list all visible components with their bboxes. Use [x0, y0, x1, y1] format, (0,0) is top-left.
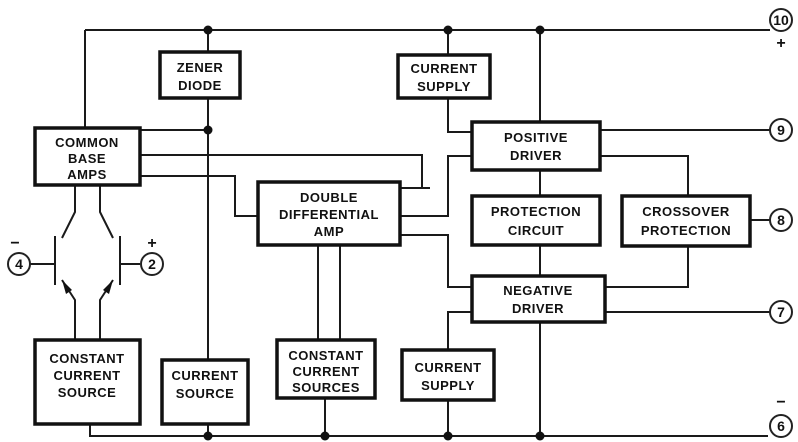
- block-label: CIRCUIT: [508, 223, 564, 238]
- crossover-protection-block: CROSSOVER PROTECTION: [620, 194, 752, 248]
- double-differential-amp-block: DOUBLE DIFFERENTIAL AMP: [256, 180, 402, 247]
- pin-sign: −: [10, 235, 19, 252]
- junction-dot: [443, 25, 453, 35]
- junction-dot: [535, 25, 545, 35]
- block-label: SOURCE: [58, 385, 117, 400]
- junction-dot: [203, 431, 213, 441]
- current-supply-top-block: CURRENT SUPPLY: [396, 53, 492, 100]
- block-label: AMPS: [67, 167, 107, 182]
- block-label: SUPPLY: [421, 378, 475, 393]
- junction-dot: [535, 431, 545, 441]
- block-label: ZENER: [177, 60, 224, 75]
- pin-label: 4: [15, 256, 23, 272]
- block-label: COMMON: [55, 135, 119, 150]
- positive-driver-block: POSITIVE DRIVER: [470, 120, 602, 172]
- pin-2: 2 +: [140, 235, 164, 276]
- block-label: DRIVER: [512, 301, 564, 316]
- junction-dots: [203, 25, 545, 441]
- current-source-block: CURRENT SOURCE: [160, 358, 250, 426]
- block-label: AMP: [314, 224, 344, 239]
- block-label: NEGATIVE: [503, 283, 573, 298]
- block-label: SOURCE: [176, 386, 235, 401]
- zener-diode-block: ZENER DIODE: [158, 50, 242, 100]
- junction-dot: [203, 125, 213, 135]
- block-label: CURRENT: [414, 360, 481, 375]
- pin-label: 9: [777, 122, 785, 138]
- pin-label: 2: [148, 256, 156, 272]
- block-label: SUPPLY: [417, 79, 471, 94]
- block-label: DRIVER: [510, 148, 562, 163]
- block-label: PROTECTION: [491, 204, 581, 219]
- block-label: PROTECTION: [641, 223, 731, 238]
- pin-label: 6: [777, 418, 785, 434]
- block-label: CROSSOVER: [642, 204, 730, 219]
- pin-sign: −: [776, 394, 785, 411]
- block-label: CURRENT: [53, 368, 120, 383]
- block-label: CONSTANT: [288, 348, 363, 363]
- wires: [30, 29, 770, 437]
- block-label: POSITIVE: [504, 130, 568, 145]
- protection-circuit-block: PROTECTION CIRCUIT: [470, 194, 602, 247]
- block-label: CURRENT: [171, 368, 238, 383]
- current-supply-bottom-block: CURRENT SUPPLY: [400, 348, 496, 402]
- pin-label: 7: [777, 304, 785, 320]
- block-label: DOUBLE: [300, 190, 358, 205]
- pin-4: 4 −: [7, 235, 31, 276]
- pin-8: 8: [769, 208, 793, 232]
- block-label: DIODE: [178, 78, 222, 93]
- constant-current-source-block: CONSTANT CURRENT SOURCE: [33, 338, 142, 426]
- block-label: CURRENT: [292, 364, 359, 379]
- block-label: CONSTANT: [49, 351, 124, 366]
- pin-label: 10: [773, 12, 789, 28]
- negative-driver-block: NEGATIVE DRIVER: [470, 274, 607, 324]
- block-label: DIFFERENTIAL: [279, 207, 379, 222]
- block-label: CURRENT: [410, 61, 477, 76]
- junction-dot: [320, 431, 330, 441]
- common-base-amps-block: COMMON BASE AMPS: [33, 126, 142, 187]
- junction-dot: [203, 25, 213, 35]
- pin-9: 9: [769, 118, 793, 142]
- pin-10: 10 +: [769, 8, 793, 52]
- pin-sign: +: [776, 35, 785, 52]
- constant-current-sources-block: CONSTANT CURRENT SOURCES: [275, 338, 377, 400]
- junction-dot: [443, 431, 453, 441]
- pin-7: 7: [769, 300, 793, 324]
- pin-sign: +: [147, 235, 156, 252]
- block-label: SOURCES: [292, 380, 360, 395]
- pin-6: 6 −: [769, 394, 793, 438]
- block-label: BASE: [68, 151, 106, 166]
- pin-label: 8: [777, 212, 785, 228]
